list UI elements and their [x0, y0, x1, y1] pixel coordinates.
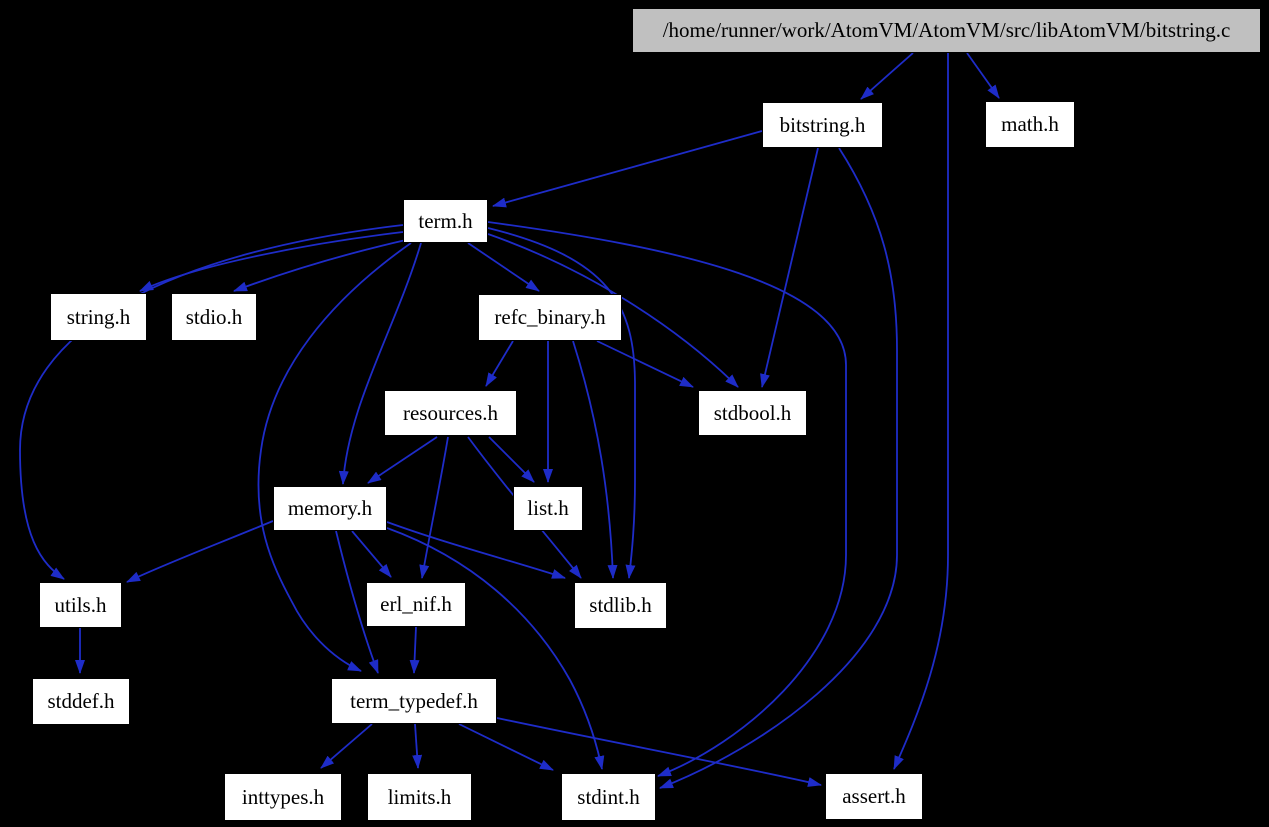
edge-term-typedef-h-to-stdint-h — [458, 723, 554, 771]
node-stddef-h[interactable]: stddef.h — [32, 678, 130, 725]
node-string-h-label: string.h — [66, 304, 131, 329]
edge-term-h-to-refc-binary-h — [467, 242, 540, 292]
node-math-h[interactable]: math.h — [985, 101, 1075, 148]
edge-resources-h-to-memory-h — [367, 436, 438, 484]
node-stdlib-h-label: stdlib.h — [589, 593, 652, 617]
edge-bitstring-h-to-stdint-h — [659, 147, 898, 789]
node-bitstring-h-label: bitstring.h — [779, 112, 866, 137]
node-stddef-h-label: stddef.h — [47, 689, 115, 713]
node-stdint-h[interactable]: stdint.h — [561, 773, 656, 821]
edge-resources-h-to-list-h — [488, 436, 535, 483]
node-memory-h-label: memory.h — [287, 496, 373, 520]
node-erl-nif-h[interactable]: erl_nif.h — [366, 582, 466, 627]
node-term-typedef-h[interactable]: term_typedef.h — [331, 678, 497, 724]
edge-term-h-to-term-typedef-h — [257, 242, 412, 672]
edge-memory-h-to-erl-nif-h — [351, 530, 392, 578]
edge-term-h-to-string-h — [139, 231, 404, 292]
node-stdbool-h[interactable]: stdbool.h — [698, 390, 807, 436]
node-erl-nif-h-label: erl_nif.h — [380, 592, 452, 616]
edge-bitstring-h-to-term-h — [492, 130, 763, 208]
node-stdio-h[interactable]: stdio.h — [171, 293, 257, 341]
node-limits-h[interactable]: limits.h — [367, 773, 472, 821]
node-string-h[interactable]: string.h — [50, 293, 147, 341]
node-resources-h-label: resources.h — [402, 400, 499, 425]
edge-resources-h-to-erl-nif-h — [419, 436, 449, 579]
node-assert-h-label: assert.h — [842, 784, 906, 808]
node-list-h[interactable]: list.h — [513, 486, 583, 531]
edge-erl-nif-h-to-term-typedef-h — [409, 626, 420, 674]
edge-term-typedef-h-to-inttypes-h — [320, 723, 373, 769]
edge-memory-h-to-term-typedef-h — [335, 530, 379, 674]
node-inttypes-h-label: inttypes.h — [241, 784, 325, 809]
node-refc-binary-h[interactable]: refc_binary.h — [478, 294, 622, 341]
node-stdbool-h-label: stdbool.h — [713, 400, 792, 425]
node-bitstring-h[interactable]: bitstring.h — [762, 102, 883, 148]
edge-term-h-to-stdint-h — [487, 221, 847, 777]
edge-memory-h-to-stdint-h — [386, 527, 605, 770]
node-stdlib-h[interactable]: stdlib.h — [574, 582, 667, 629]
edge-term-h-to-stdio-h — [233, 239, 407, 292]
node-stdio-h-label: stdio.h — [185, 304, 243, 329]
node-inttypes-h[interactable]: inttypes.h — [224, 773, 342, 821]
node-term-typedef-h-label: term_typedef.h — [350, 688, 478, 713]
node-utils-h-label: utils.h — [54, 592, 107, 617]
edge-term-typedef-h-to-assert-h — [496, 717, 822, 787]
edge-bitstring-h-to-stdbool-h — [760, 147, 819, 388]
edge-term-h-to-utils-h — [19, 224, 404, 580]
node-list-h-label: list.h — [527, 496, 569, 520]
node-memory-h[interactable]: memory.h — [273, 486, 387, 531]
edge-bitstring-c-to-assert-h — [893, 53, 949, 770]
node-stdint-h-label: stdint.h — [577, 784, 640, 809]
edge-refc-binary-h-to-stdbool-h — [596, 340, 694, 388]
edge-memory-h-to-stdlib-h — [386, 521, 566, 579]
node-term-h[interactable]: term.h — [403, 199, 488, 243]
edge-bitstring-c-to-math-h — [966, 52, 1000, 99]
node-limits-h-label: limits.h — [387, 784, 452, 809]
edge-term-h-to-stdbool-h — [487, 233, 739, 388]
edge-term-h-to-memory-h — [338, 242, 422, 485]
node-bitstring-c[interactable]: /home/runner/work/AtomVM/AtomVM/src/libA… — [632, 8, 1261, 53]
node-refc-binary-h-label: refc_binary.h — [494, 305, 606, 329]
node-term-h-label: term.h — [418, 208, 473, 233]
edge-term-typedef-h-to-limits-h — [412, 723, 423, 769]
edge-memory-h-to-utils-h — [126, 520, 274, 583]
edge-bitstring-c-to-bitstring-h — [860, 52, 914, 100]
node-resources-h[interactable]: resources.h — [384, 390, 517, 436]
node-math-h-label: math.h — [1001, 112, 1059, 136]
node-assert-h[interactable]: assert.h — [825, 773, 923, 820]
edge-refc-binary-h-to-stdlib-h — [572, 340, 618, 579]
node-utils-h[interactable]: utils.h — [39, 582, 122, 628]
node-bitstring-c-label: /home/runner/work/AtomVM/AtomVM/src/libA… — [662, 18, 1231, 42]
edge-refc-binary-h-to-resources-h — [485, 340, 514, 387]
